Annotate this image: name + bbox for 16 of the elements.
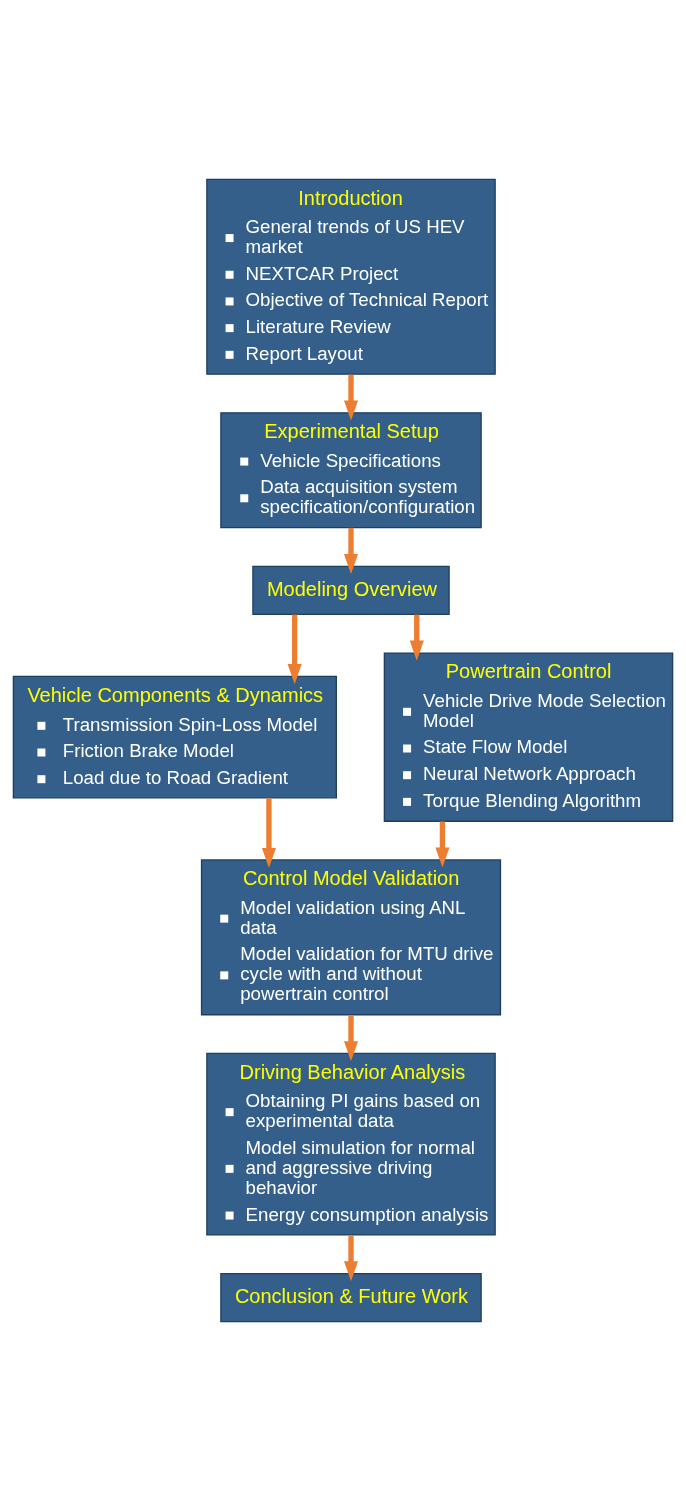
node-box: Experimental Setup Vehicle Specifications Data acquisition system specification/configuration — [220, 411, 482, 528]
arrow — [409, 614, 424, 661]
arrow — [287, 614, 302, 684]
node-box: Vehicle Components & Dynamics Transmission Spin-Loss Model Friction Brake Model Load due to Road Gradient — [12, 675, 337, 799]
arrow — [343, 1234, 359, 1281]
arrow — [261, 797, 276, 868]
arrow — [435, 820, 450, 868]
node-box: Conclusion & Future Work — [220, 1272, 482, 1322]
node-box: Powertrain Control Vehicle Drive Mode Selection Model State Flow Model Neural Network Approach Torque Blending Algorithm — [383, 651, 674, 822]
arrow — [343, 1014, 359, 1061]
arrow — [343, 527, 359, 574]
node-box: Driving Behavior Analysis Obtaining PI gains based on experimental data Model simulation for normal and aggressive driving behavior Energy consumption analysis — [206, 1052, 496, 1236]
node-box: Introduction General trends of US HEV market NEXTCAR Project Objective of Technical Report Literature Review Report Layout — [206, 178, 496, 375]
node-box: Modeling Overview — [252, 565, 450, 615]
arrow — [343, 374, 359, 421]
node-box: Control Model Validation Model validation using ANL data Model validation for MTU drive cycle with and without powertrain control — [200, 858, 502, 1015]
